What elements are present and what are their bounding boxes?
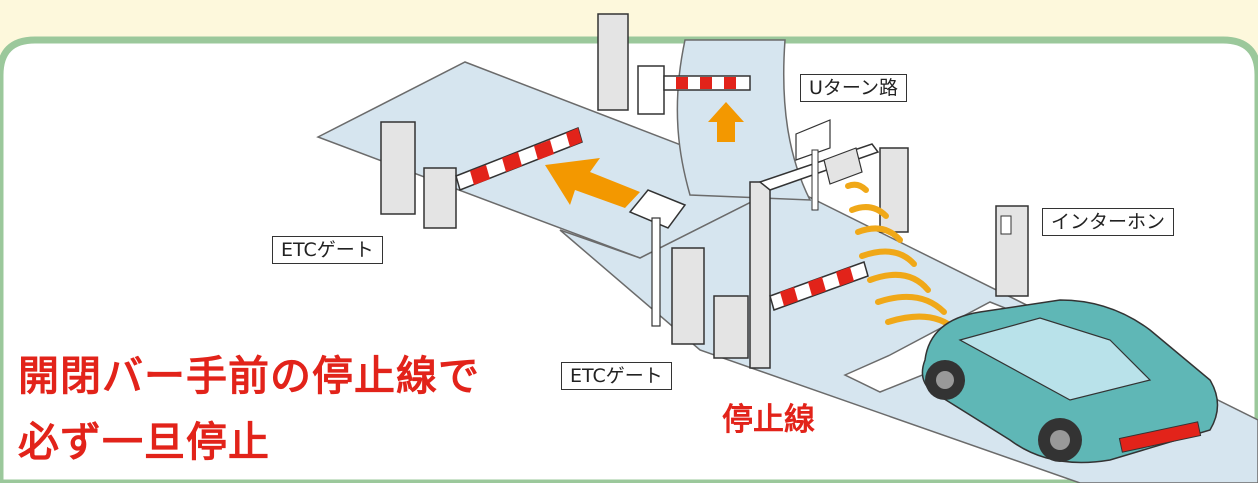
intercom-label: インターホン xyxy=(1042,208,1175,236)
car xyxy=(921,299,1219,464)
instruction-line-2: 必ず一旦停止 xyxy=(18,418,270,466)
stop-line-label: 停止線 xyxy=(722,402,815,438)
intercom xyxy=(995,205,1029,297)
etc-gate-left xyxy=(380,121,583,229)
etc-gate-label-top: ETCゲート xyxy=(272,236,383,264)
gate-top xyxy=(597,13,751,115)
direction-arrow-left xyxy=(545,158,640,208)
uturn-label: Uターン路 xyxy=(800,74,907,102)
etc-gate-label-bottom: ETCゲート xyxy=(561,362,672,390)
etc-antenna-sign xyxy=(628,189,687,327)
etc-gate-main xyxy=(671,119,909,369)
direction-arrow-up xyxy=(708,102,744,142)
instruction-line-1: 開閉バー手前の停止線で xyxy=(18,352,480,400)
